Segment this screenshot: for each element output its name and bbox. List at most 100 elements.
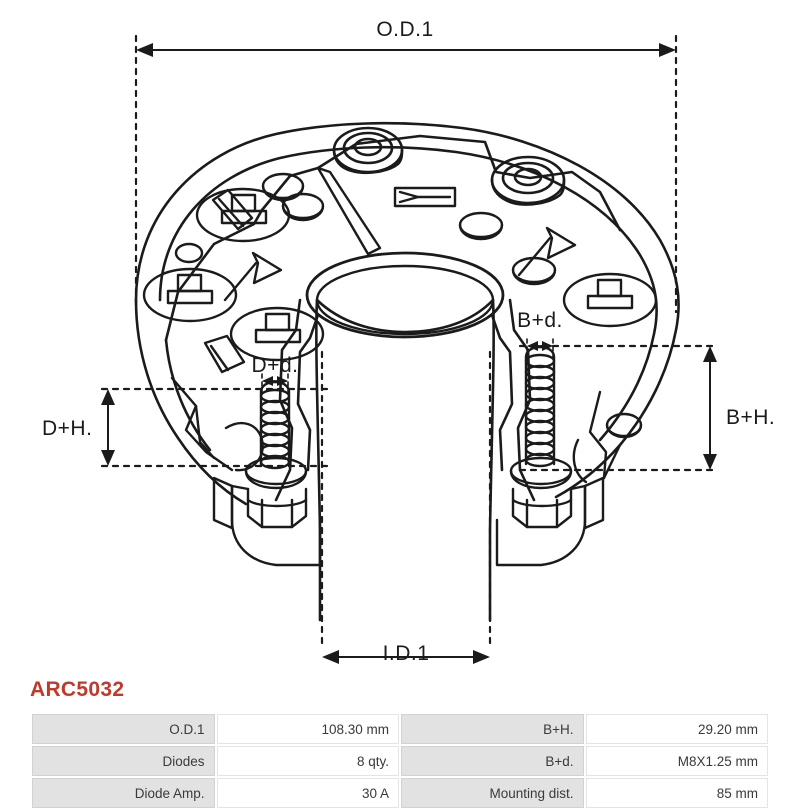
boss-right-side	[490, 178, 566, 206]
terminal-tab-center-notch	[398, 190, 420, 204]
diagonal-rib	[316, 166, 382, 256]
spec-label: O.D.1	[32, 714, 215, 744]
spec-value: 85 mm	[585, 778, 768, 808]
od-arrow-right	[659, 43, 676, 57]
part-number: ARC5032	[30, 678, 125, 701]
spec-label: B+d.	[401, 746, 584, 776]
spec-label: Diode Amp.	[32, 778, 215, 808]
dh-label: D+H.	[42, 417, 92, 440]
boss-left-mid	[342, 131, 394, 165]
hub-barrel-right	[488, 298, 495, 622]
rectifier-body	[134, 121, 680, 622]
spec-table: O.D.1 108.30 mm B+H. 29.20 mm Diodes 8 q…	[30, 712, 770, 810]
bracket-left-upper	[170, 376, 234, 472]
spec-value: 108.30 mm	[216, 714, 399, 744]
vent-hole-4-side	[511, 268, 557, 286]
vent-hole-3	[458, 211, 504, 239]
bracket-right-link	[602, 443, 622, 480]
technical-drawing: O.D.1 I.D.1 D+H. D+d. B+H. B+d.	[42, 18, 775, 665]
left-facet-edge	[164, 208, 264, 342]
table-row: O.D.1 108.30 mm B+H. 29.20 mm	[32, 714, 768, 744]
stud-left-rib	[212, 476, 234, 530]
boss-right-hole	[513, 167, 543, 187]
stud-right-washer-side	[509, 469, 573, 490]
stud-left-threads	[259, 388, 291, 470]
vent-hole-3-side	[458, 223, 504, 241]
dd-label: D+d.	[252, 354, 299, 377]
body-outline-lower-left	[134, 298, 248, 506]
bh-arrow-bottom	[703, 454, 717, 470]
terminal-tab-left-line	[209, 344, 230, 372]
id-arrow-left	[322, 650, 339, 664]
vent-hole-2	[281, 192, 325, 220]
bracket-left-lobe	[224, 421, 264, 472]
stud-right	[495, 345, 605, 567]
terminal-tab-left	[203, 334, 246, 374]
spec-label: Mounting dist.	[401, 778, 584, 808]
od-arrow-left	[136, 43, 153, 57]
spec-label: Diodes	[32, 746, 215, 776]
spec-value: 29.20 mm	[585, 714, 768, 744]
dh-arrow-top	[101, 389, 115, 405]
stud-left-nut	[246, 487, 308, 529]
spec-value: M8X1.25 mm	[585, 746, 768, 776]
top-face-edge	[260, 134, 622, 232]
boss-left-hole	[353, 137, 383, 157]
stud-right-nut-curve	[511, 498, 573, 508]
body-rim-inner	[158, 145, 658, 442]
hub-outer-ellipse	[305, 251, 505, 339]
table-row: Diodes 8 qty. B+d. M8X1.25 mm	[32, 746, 768, 776]
diode-post-3a	[264, 312, 291, 332]
connector-tabs	[203, 166, 457, 374]
bracket-right-upper	[588, 390, 608, 480]
bh-label: B+H.	[726, 406, 775, 429]
diode-base-3	[254, 328, 302, 344]
stud-left-boss-link	[230, 484, 250, 491]
dh-arrow-bottom	[101, 450, 115, 466]
left-facet-lower	[164, 338, 212, 452]
id-arrow-right	[473, 650, 490, 664]
vent-hole-6	[174, 242, 204, 264]
vent-holes	[174, 172, 643, 439]
diode-base-2	[166, 289, 214, 305]
polarity-arrow-marks	[223, 226, 577, 302]
body-outline-upper	[134, 121, 680, 499]
hub-inner-ellipse	[315, 264, 495, 336]
bd-label: B+d.	[517, 309, 563, 332]
stud-left-nut-curve	[246, 498, 308, 508]
arrow-mark-right-head	[545, 226, 577, 260]
bracket-right-inner	[572, 438, 588, 484]
vent-hole-1-side	[261, 184, 305, 202]
hub-collar-right-inner	[490, 313, 514, 472]
arrow-mark-right-tail	[517, 236, 552, 277]
stud-right-top	[524, 345, 556, 359]
stud-left	[212, 380, 322, 567]
bh-arrow-top	[703, 346, 717, 362]
boss-left-side	[332, 148, 404, 175]
diode-pad-4	[562, 272, 658, 328]
stud-right-nut	[511, 487, 573, 529]
hub-collar-left-inner	[296, 313, 320, 472]
vent-hole-5-side	[605, 423, 643, 439]
dimension-lines	[100, 34, 718, 658]
terminal-tab-center-outer	[393, 186, 457, 208]
vent-hole-4	[511, 256, 557, 284]
table-row: Diode Amp. 30 A Mounting dist. 85 mm	[32, 778, 768, 808]
od-label: O.D.1	[376, 18, 433, 41]
vent-hole-2-side	[281, 204, 325, 222]
stud-left-washer	[244, 456, 308, 486]
diode-pad-3	[229, 306, 325, 362]
mounting-bosses	[332, 126, 566, 206]
stud-right-threads	[524, 353, 556, 468]
spec-value: 8 qty.	[216, 746, 399, 776]
terminal-tab-upperleft	[211, 188, 254, 231]
spec-label: B+H.	[401, 714, 584, 744]
stud-left-top	[259, 380, 291, 394]
lower-brackets	[170, 376, 622, 484]
stud-right-rib	[583, 476, 605, 530]
terminal-tab-upperleft-line	[217, 197, 245, 228]
bracket-left-inner	[194, 404, 216, 460]
diode-pad-2	[142, 267, 238, 323]
diode-base-4	[586, 294, 634, 310]
